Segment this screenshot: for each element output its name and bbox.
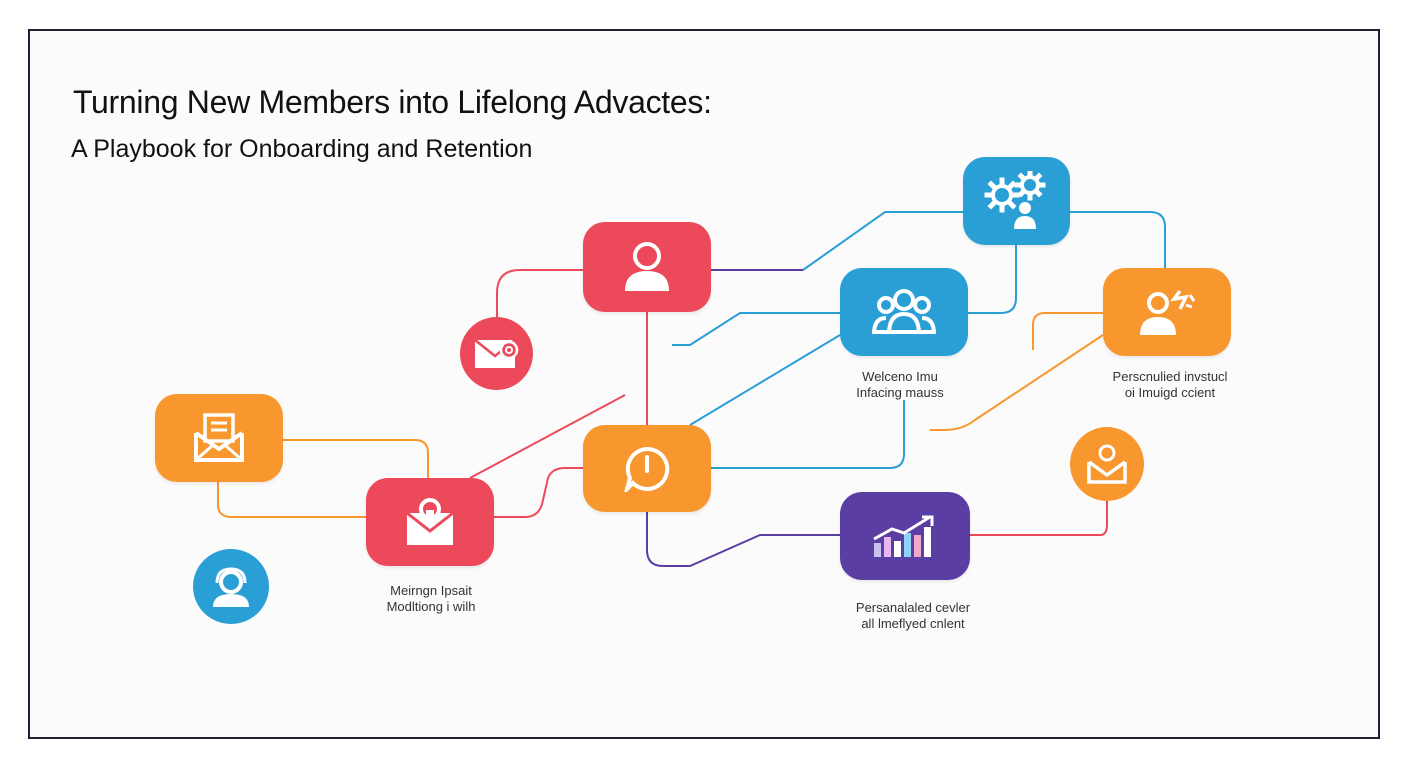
check-in-timer-node[interactable]	[583, 425, 711, 512]
headset-person-icon	[213, 566, 249, 607]
personalized-bottom-label-line-1: Persanalaled cevler	[855, 600, 971, 615]
reward-mail-node[interactable]	[1070, 427, 1144, 501]
meeting-invite-node[interactable]	[366, 478, 494, 566]
connector-blue-1	[802, 211, 963, 271]
email-at-icon	[473, 338, 518, 368]
envelope-person-icon	[1087, 444, 1127, 484]
clock-chat-icon	[624, 446, 670, 492]
connector-blue-2	[1070, 211, 1166, 268]
connector-purple-2	[646, 512, 840, 567]
connector-blue-3	[968, 245, 1017, 314]
diagram-frame	[28, 29, 1380, 739]
meeting-label-line-1: Meirngn Ipsait	[390, 583, 472, 598]
connector-red-3	[469, 394, 626, 479]
connector-red-5	[970, 500, 1108, 536]
personalized-top-label-line-1: Perscnulied invstucl	[1112, 369, 1228, 384]
person-icon	[625, 242, 669, 291]
personalized-bottom-label: Persanalaled cevler all lmeflyed cnlent	[828, 600, 998, 632]
envelope-letter-icon	[194, 413, 244, 462]
meeting-label-line-2: Modltiong i wilh	[386, 599, 476, 614]
connector-red-1	[496, 269, 583, 318]
welcome-email-node[interactable]	[460, 317, 533, 390]
diagram-subtitle: A Playbook for Onboarding and Retention	[71, 135, 533, 163]
mentor-contact-node[interactable]	[193, 549, 269, 624]
personalized-top-label: Perscnulied invstucl oi Imuigd ccient	[1090, 369, 1250, 401]
group-icon	[872, 289, 936, 335]
connector-blue-4	[672, 312, 840, 346]
connector-blue-5	[689, 334, 841, 426]
personalized-top-label-line-2: oi Imuigd ccient	[1124, 385, 1216, 400]
welcome-letter-node[interactable]	[155, 394, 283, 482]
connector-orange-4	[930, 334, 1104, 431]
meeting-label: Meirngn Ipsait Modltiong i wilh	[356, 583, 506, 615]
progress-analytics-node[interactable]	[840, 492, 970, 580]
connector-orange-1	[283, 439, 429, 478]
welcome-label-line-2: Infacing mauss	[856, 385, 944, 400]
envelope-lock-icon	[406, 498, 454, 545]
connector-orange-2	[217, 482, 366, 518]
welcome-label: Welceno Imu Infacing mauss	[830, 369, 970, 401]
personalized-support-node[interactable]	[1103, 268, 1231, 356]
connector-orange-3	[1032, 312, 1103, 350]
community-group-node[interactable]	[840, 268, 968, 356]
welcome-label-line-1: Welceno Imu	[862, 369, 938, 384]
connector-blue-6	[711, 400, 905, 469]
person-lightning-icon	[1140, 289, 1196, 335]
connector-red-4	[494, 467, 583, 518]
team-settings-node[interactable]	[963, 157, 1070, 245]
member-profile-node[interactable]	[583, 222, 711, 312]
chart-growth-icon	[873, 515, 934, 557]
gears-person-icon	[984, 171, 1045, 229]
personalized-bottom-label-line-2: all lmeflyed cnlent	[861, 616, 965, 631]
diagram-title: Turning New Members into Lifelong Advact…	[73, 84, 712, 120]
